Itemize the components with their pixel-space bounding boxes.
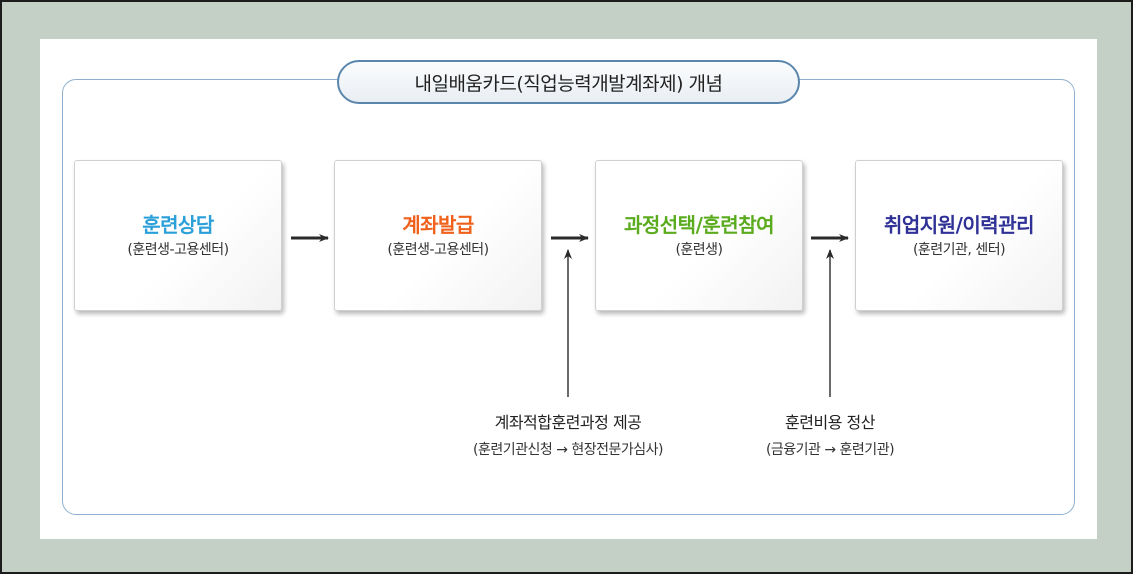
step-box-account-issue: 계좌발급 (훈련생-고용센터): [334, 160, 542, 311]
flow-arrows: [291, 234, 849, 397]
step-box-counseling: 훈련상담 (훈련생-고용센터): [74, 160, 282, 311]
step-box-course-selection: 과정선택/훈련참여 (훈련생): [595, 160, 803, 311]
input-label-course-provision: 계좌적합훈련과정 제공: [494, 413, 642, 432]
input-label-cost-settlement: 훈련비용 정산: [785, 413, 875, 432]
step-subtitle: (훈련생-고용센터): [127, 241, 229, 258]
step-title: 계좌발급: [402, 212, 474, 237]
step-subtitle: (훈련생): [675, 241, 723, 258]
step-subtitle: (훈련생-고용센터): [387, 241, 489, 258]
step-box-employment-support: 취업지원/이력관리 (훈련기관, 센터): [855, 160, 1063, 311]
step-subtitle: (훈련기관, 센터): [912, 241, 1006, 258]
input-subtitle-cost-settlement: (금융기관 → 훈련기관): [765, 442, 895, 458]
diagram-canvas: 내일배움카드(직업능력개발계좌제) 개념 훈련상담 (훈련생-고용센터) 계좌발…: [40, 39, 1097, 539]
step-title: 훈련상담: [142, 212, 214, 237]
diagram-title: 내일배움카드(직업능력개발계좌제) 개념: [337, 60, 800, 104]
step-title: 취업지원/이력관리: [883, 212, 1035, 237]
step-title: 과정선택/훈련참여: [623, 212, 775, 237]
input-subtitle-course-provision: (훈련기관신청 → 현장전문가심사): [473, 442, 664, 458]
